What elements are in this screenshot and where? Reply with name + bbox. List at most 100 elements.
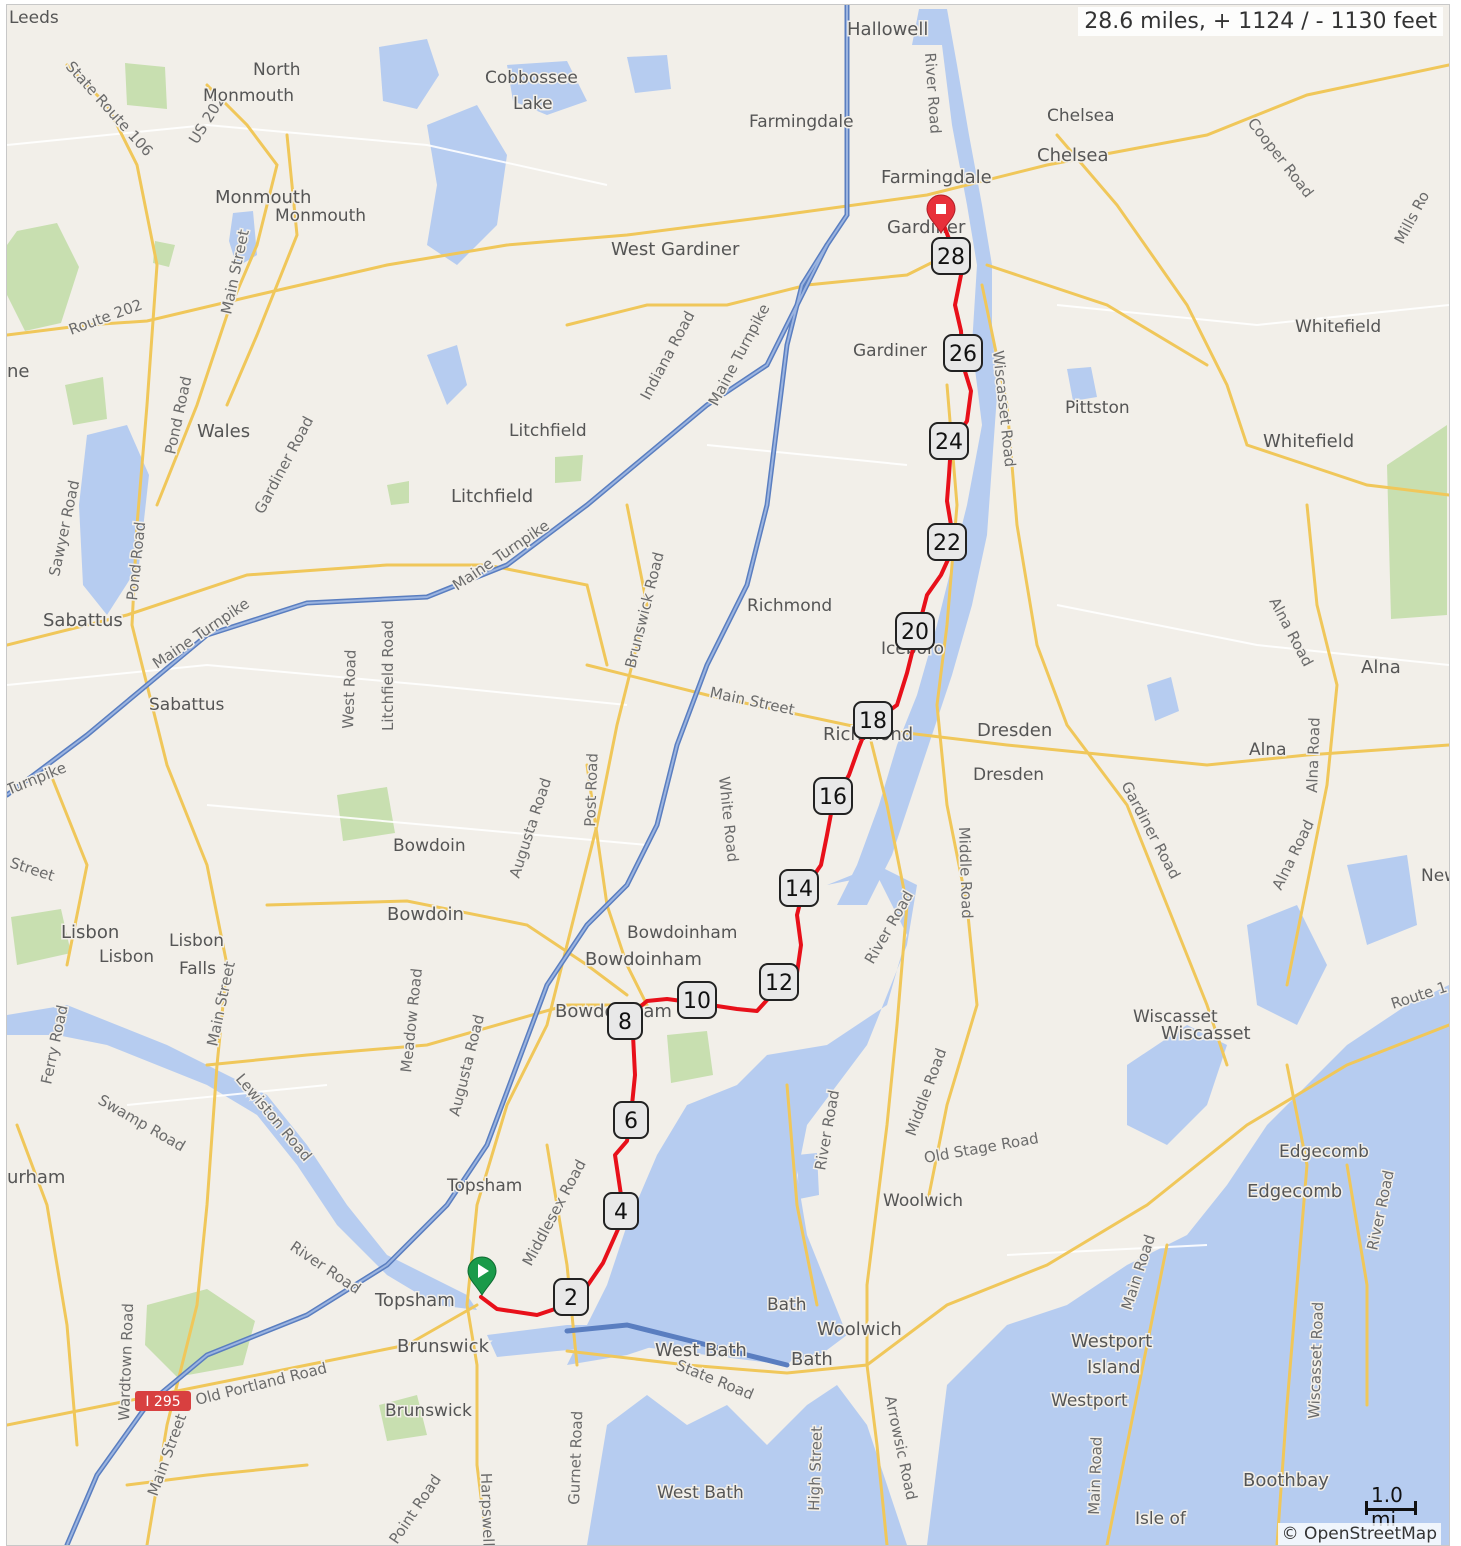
place-label: Edgecomb [1247,1181,1342,1202]
road-label: River Road [921,52,945,134]
scale-tick-right [1414,1501,1417,1515]
place-label: Gardiner [887,217,966,238]
place-label: West Bath [655,1340,747,1361]
road-label: Post Road [581,753,602,827]
mile-marker-label: 14 [785,877,813,902]
place-label: Whitefield [1295,317,1381,337]
mile-marker: 28 [931,237,971,275]
place-label: Bowdoinham [627,923,737,943]
road-label: Main Road [1085,1436,1106,1515]
place-label: Topsham [374,1290,455,1311]
place-label: Pittston [1065,398,1130,418]
place-label: Farmingdale [881,167,992,188]
mile-marker-label: 26 [949,342,977,367]
mile-marker-label: 8 [618,1010,632,1035]
mile-marker-label: 4 [614,1200,628,1225]
place-label: Lisbon [169,931,224,951]
road-label: Gurnet Road [565,1411,586,1506]
mile-marker: 24 [929,422,969,460]
mile-marker: 8 [607,1002,643,1040]
road-label: West Road [339,649,360,729]
place-label: Monmouth [203,86,294,106]
place-label: Chelsea [1037,145,1109,166]
place-label: Monmouth [275,206,366,226]
place-label: Lisbon [99,947,154,967]
mile-marker-label: 18 [859,709,887,734]
place-label: Leeds [9,8,59,28]
place-label: Farmingdale [749,112,854,132]
place-label: Sabattus [43,610,123,631]
place-label: Dresden [973,765,1044,785]
mile-marker-label: 20 [901,620,929,645]
place-label: Whitefield [1263,431,1354,452]
scale-tick-left [1365,1501,1368,1515]
road-label: High Street [805,1426,826,1512]
major-roads [7,63,1449,1545]
place-label: Sabattus [149,695,225,715]
place-label: Gardiner [853,341,927,361]
mile-marker: 22 [927,523,967,561]
road-label: Alna Road [1303,717,1324,793]
mile-marker: 12 [759,963,799,1001]
mile-marker: 20 [895,612,935,650]
water-bodies [7,9,1449,1545]
mile-marker-label: 28 [937,245,965,270]
road-label: Wardtown Road [115,1303,137,1421]
end-marker[interactable] [926,194,956,234]
road-label: Middle Road [955,827,976,920]
play-marker-icon [478,1264,489,1278]
place-label: Monmouth [215,187,311,208]
place-label: West Gardiner [611,239,740,260]
place-label: Westport [1071,1331,1152,1352]
place-label: Bath [791,1349,833,1370]
map-attribution[interactable]: © OpenStreetMap [1277,1523,1441,1545]
highway-inner [7,5,848,1545]
highway-shield-label: I 295 [145,1394,180,1410]
mile-marker: 18 [853,701,893,739]
place-label: Wiscasset [1133,1007,1218,1027]
mile-marker-label: 16 [819,785,847,810]
place-label: Edgecomb [1279,1142,1369,1162]
minor-roads [7,123,1449,1256]
place-label: North [253,60,301,80]
mile-marker-label: 6 [624,1109,638,1134]
place-label: Richmond [747,596,832,616]
mile-marker: 14 [779,869,819,907]
place-label: Brunswick [385,1401,472,1421]
forest-areas [7,63,1447,1441]
place-label: Alna [1361,657,1401,678]
place-label: Brunswick [397,1336,490,1357]
place-label: Litchfield [509,421,587,441]
place-label: Bowdoinham [585,949,702,970]
road-label: Litchfield Road [379,620,397,731]
stop-marker-icon [936,204,946,214]
place-label: Bowdoin [393,836,466,856]
place-label: Isle of [1135,1509,1187,1529]
place-label: urham [7,1167,65,1188]
place-label: Bath [767,1295,807,1315]
scale-label: 1.0 mi [1371,1483,1403,1531]
road-label: Harpswell [477,1473,498,1545]
place-label: Cobbossee [485,68,578,88]
place-label: Westport [1051,1391,1128,1411]
place-label: Wiscasset [1161,1023,1251,1044]
mile-marker: 4 [603,1192,639,1230]
start-marker[interactable] [467,1256,497,1296]
place-label: Lisbon [61,922,119,943]
place-label: Hallowell [847,19,928,40]
place-label: Alna [1249,740,1287,760]
place-label: Woolwich [883,1191,963,1211]
mile-marker-label: 24 [935,430,963,455]
mile-marker: 2 [553,1278,589,1316]
mile-marker-label: 12 [765,971,793,996]
place-label: West Bath [657,1483,744,1503]
mile-marker: 26 [943,334,983,372]
place-label: Bowdoin [387,904,464,925]
place-label: Litchfield [451,486,533,507]
mile-marker: 16 [813,777,853,815]
highway-shield: I 295 [135,1391,191,1411]
mile-marker-label: 22 [933,531,961,556]
